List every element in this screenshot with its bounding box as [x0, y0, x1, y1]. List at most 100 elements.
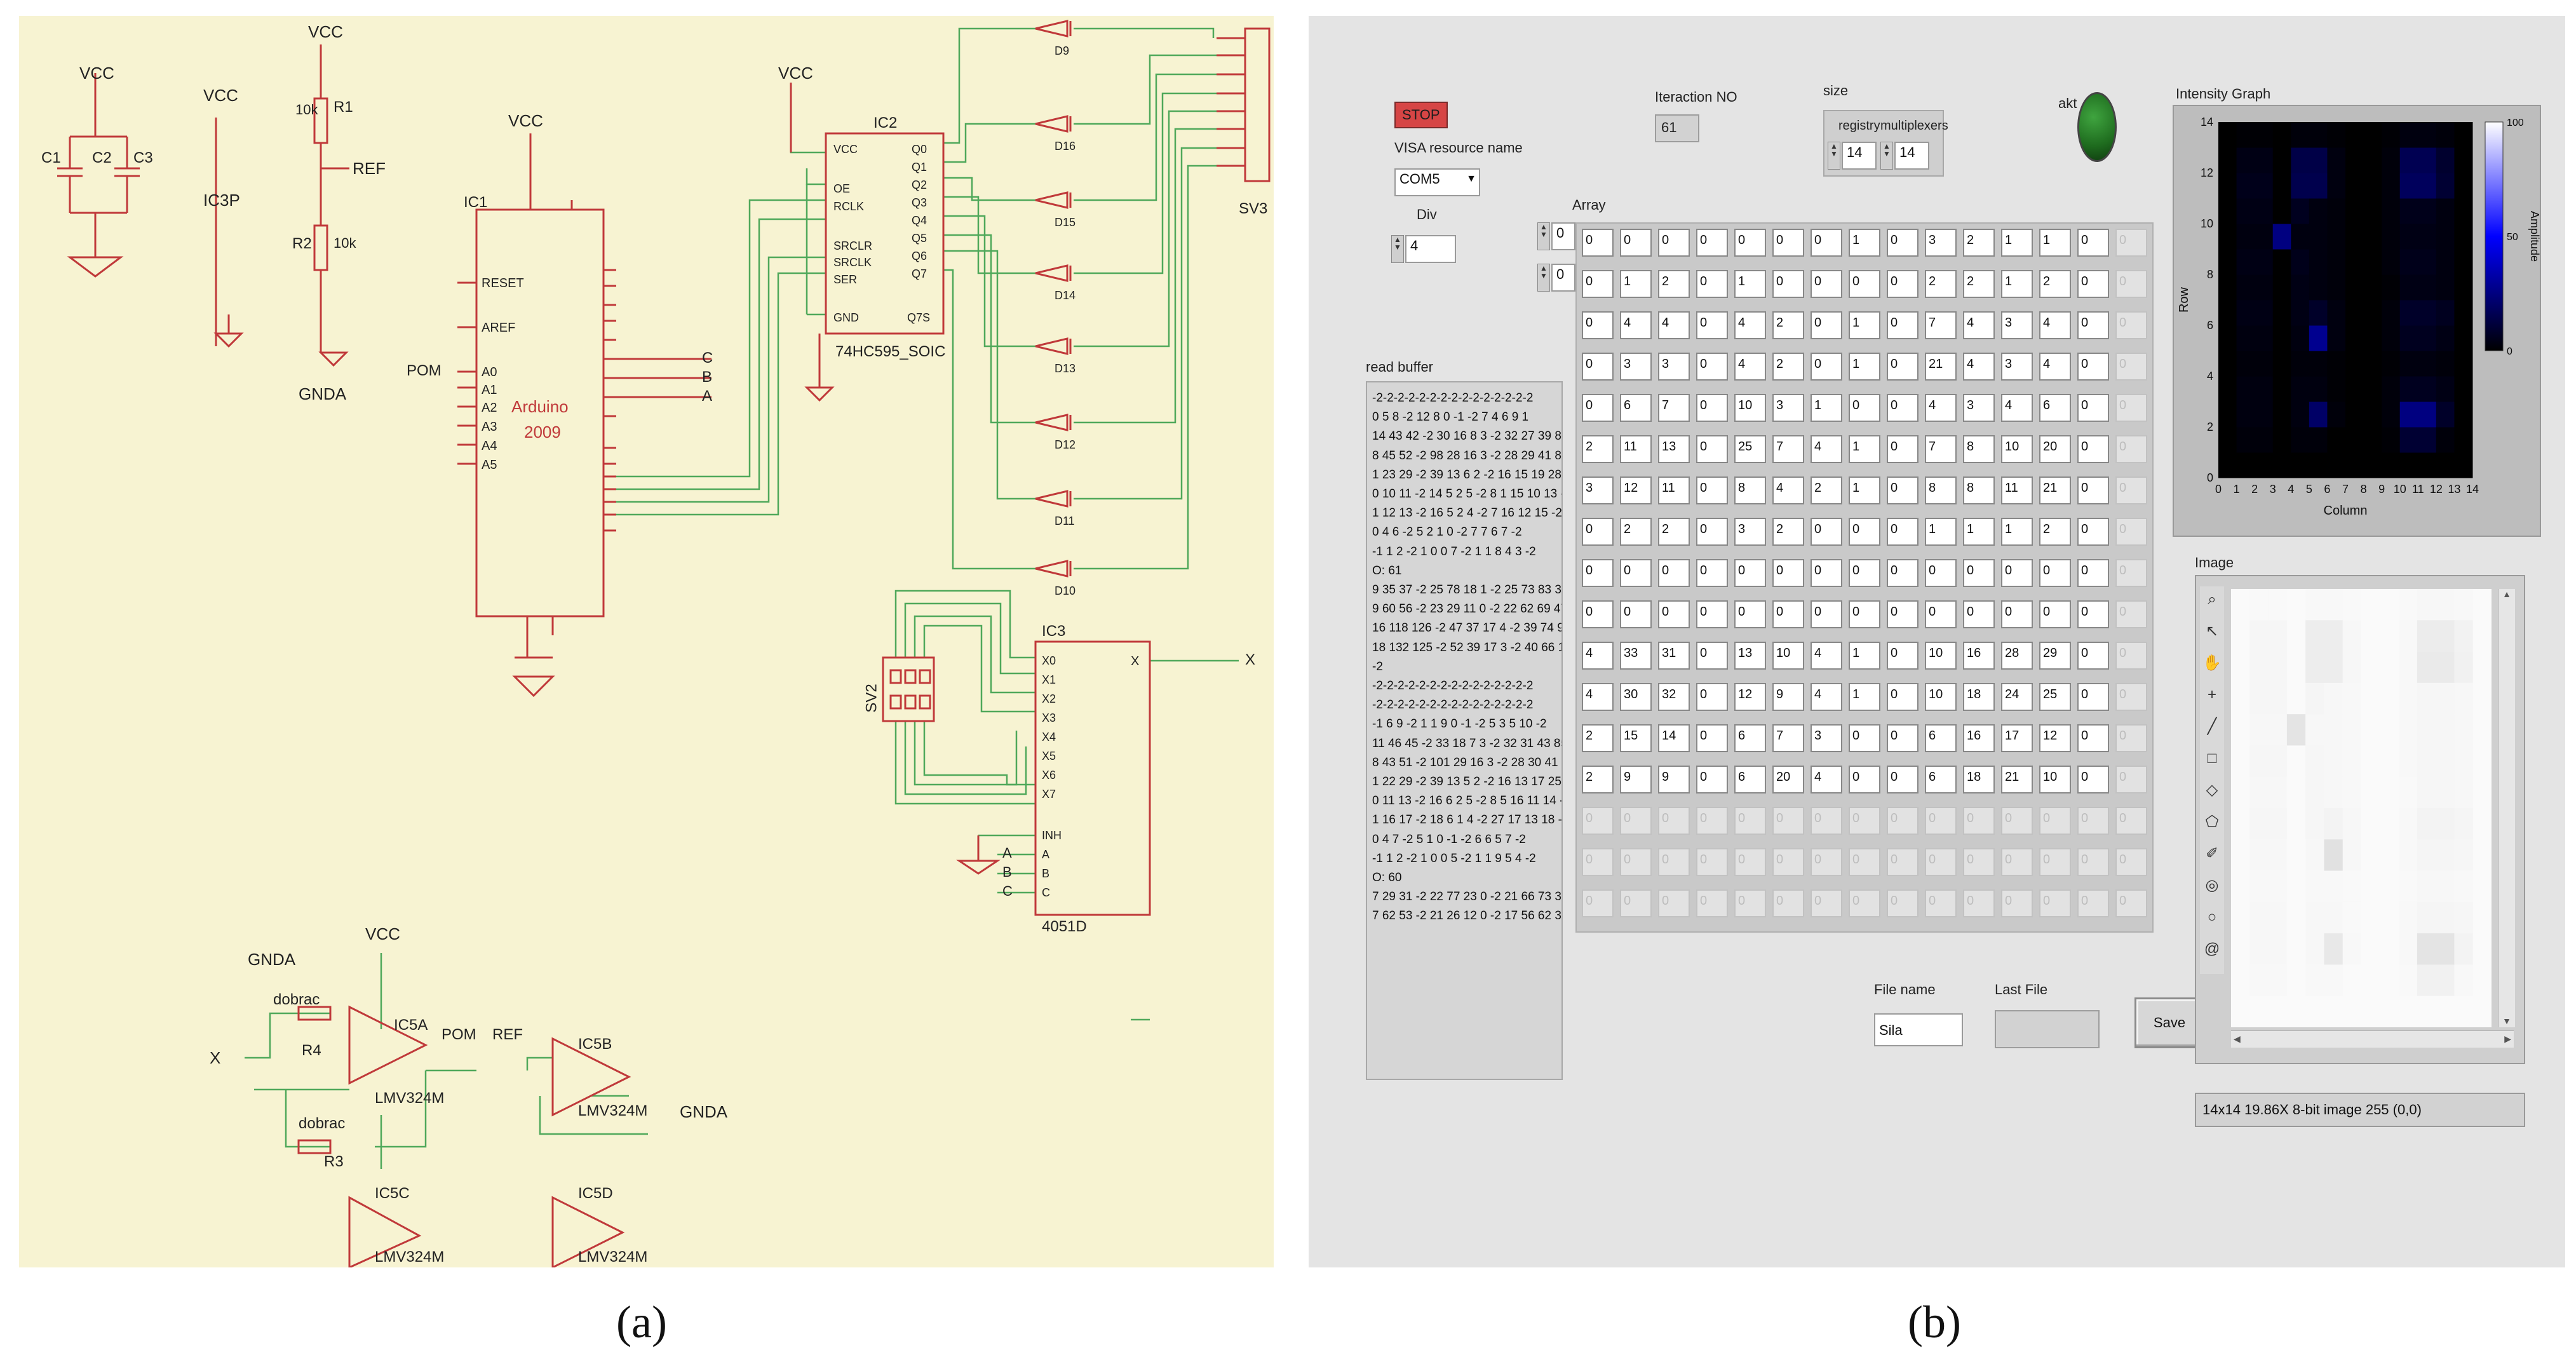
array-index-spinner-1-icon[interactable]: ▲▼ [1537, 222, 1550, 250]
array-cell[interactable]: 2 [1582, 435, 1614, 463]
array-cell[interactable]: 0 [1658, 848, 1690, 876]
array-cell[interactable]: 0 [1734, 807, 1766, 835]
array-cell[interactable]: 4 [1811, 683, 1842, 711]
array-cell[interactable]: 25 [1734, 435, 1766, 463]
array-cell[interactable]: 10 [2039, 766, 2071, 793]
array-cell[interactable]: 1 [1849, 476, 1880, 504]
array-cell[interactable]: 10 [1772, 642, 1804, 670]
array-cell[interactable]: 1 [1734, 270, 1766, 298]
array-cell[interactable]: 0 [1772, 848, 1804, 876]
array-cell[interactable]: 0 [1925, 848, 1957, 876]
array-cell[interactable]: 0 [2115, 311, 2147, 339]
array-cell[interactable]: 2 [1658, 270, 1690, 298]
array-cell[interactable]: 11 [2001, 476, 2033, 504]
array-cell[interactable]: 0 [1772, 559, 1804, 587]
array-cell[interactable]: 0 [1849, 270, 1880, 298]
image-display[interactable]: ⌕↖✋+╱□◇⬠✐◎○@ ▲ ▼ ◀ ▶ [2195, 575, 2525, 1064]
rectangle-icon[interactable]: □ [2207, 750, 2217, 767]
array-cell[interactable]: 0 [1772, 229, 1804, 257]
array-cell[interactable]: 13 [1658, 435, 1690, 463]
array-cell[interactable]: 0 [1582, 807, 1614, 835]
array-cell[interactable]: 0 [1887, 600, 1919, 628]
array-cell[interactable]: 0 [1696, 518, 1728, 546]
array-cell[interactable]: 11 [1658, 476, 1690, 504]
array-cell[interactable]: 0 [1849, 394, 1880, 422]
array-cell[interactable]: 12 [1620, 476, 1652, 504]
pan-hand-icon[interactable]: ✋ [2202, 654, 2222, 672]
array-cell[interactable]: 17 [2001, 724, 2033, 752]
array-cell[interactable]: 2 [1925, 270, 1957, 298]
array-cell[interactable]: 0 [1811, 311, 1842, 339]
array-cell[interactable]: 31 [1658, 642, 1690, 670]
array-cell[interactable]: 25 [2039, 683, 2071, 711]
array-cell[interactable]: 18 [1963, 766, 1995, 793]
array-cell[interactable]: 12 [2039, 724, 2071, 752]
array-cell[interactable]: 0 [2077, 229, 2109, 257]
array-cell[interactable]: 0 [1887, 724, 1919, 752]
array-cell[interactable]: 0 [2001, 889, 2033, 917]
array-cell[interactable]: 4 [2039, 353, 2071, 381]
array-cell[interactable]: 0 [1620, 229, 1652, 257]
array-index-2[interactable]: 0 [1551, 264, 1575, 292]
array-cell[interactable]: 0 [1925, 807, 1957, 835]
visa-resource-select[interactable]: COM5 ▼ [1394, 168, 1480, 196]
array-cell[interactable]: 0 [1734, 600, 1766, 628]
array-cell[interactable]: 0 [1582, 394, 1614, 422]
array-cell[interactable]: 21 [2039, 476, 2071, 504]
array-cell[interactable]: 0 [1696, 311, 1728, 339]
array-cell[interactable]: 1 [1849, 435, 1880, 463]
array-cell[interactable]: 16 [1963, 724, 1995, 752]
array-cell[interactable]: 0 [1811, 518, 1842, 546]
array-cell[interactable]: 0 [1811, 889, 1842, 917]
array-cell[interactable]: 0 [1849, 766, 1880, 793]
array-cell[interactable]: 0 [1849, 518, 1880, 546]
array-cell[interactable]: 1 [1849, 311, 1880, 339]
array-cell[interactable]: 0 [2115, 435, 2147, 463]
save-button[interactable]: Save [2134, 997, 2204, 1048]
array-cell[interactable]: 3 [1582, 476, 1614, 504]
polygon-icon[interactable]: ⬠ [2205, 813, 2219, 830]
array-cell[interactable]: 2 [1772, 353, 1804, 381]
array-cell[interactable]: 0 [2077, 270, 2109, 298]
array-cell[interactable]: 0 [2077, 807, 2109, 835]
array-cell[interactable]: 0 [1772, 889, 1804, 917]
array-cell[interactable]: 7 [1772, 435, 1804, 463]
array-cell[interactable]: 3 [1925, 229, 1957, 257]
array-cell[interactable]: 1 [1963, 518, 1995, 546]
array-cell[interactable]: 0 [1582, 353, 1614, 381]
array-cell[interactable]: 0 [1963, 559, 1995, 587]
array-cell[interactable]: 2 [1772, 518, 1804, 546]
array-cell[interactable]: 0 [1696, 848, 1728, 876]
array-cell[interactable]: 0 [1887, 353, 1919, 381]
array-cell[interactable]: 0 [2115, 600, 2147, 628]
array-cell[interactable]: 7 [1925, 311, 1957, 339]
array-cell[interactable]: 0 [1696, 766, 1728, 793]
array-cell[interactable]: 0 [1772, 807, 1804, 835]
array-cell[interactable]: 0 [1887, 518, 1919, 546]
array-cell[interactable]: 0 [2115, 476, 2147, 504]
array-cell[interactable]: 0 [1887, 559, 1919, 587]
array-cell[interactable]: 1 [1849, 229, 1880, 257]
array-cell[interactable]: 13 [1734, 642, 1766, 670]
array-cell[interactable]: 0 [1620, 559, 1652, 587]
array-cell[interactable]: 1 [1849, 642, 1880, 670]
array-cell[interactable]: 0 [1734, 559, 1766, 587]
array-cell[interactable]: 6 [1620, 394, 1652, 422]
array-cell[interactable]: 0 [1734, 889, 1766, 917]
array-cell[interactable]: 0 [2039, 807, 2071, 835]
array-cell[interactable]: 1 [2001, 229, 2033, 257]
array-cell[interactable]: 8 [1734, 476, 1766, 504]
array-cell[interactable]: 3 [1963, 394, 1995, 422]
array-cell[interactable]: 4 [1772, 476, 1804, 504]
array-cell[interactable]: 0 [1734, 229, 1766, 257]
array-cell[interactable]: 4 [1620, 311, 1652, 339]
array-cell[interactable]: 0 [1887, 229, 1919, 257]
array-cell[interactable]: 0 [2077, 642, 2109, 670]
array-cell[interactable]: 0 [1582, 229, 1614, 257]
array-cell[interactable]: 0 [1811, 559, 1842, 587]
array-cell[interactable]: 0 [1887, 848, 1919, 876]
scroll-up-icon[interactable]: ▲ [2502, 589, 2511, 599]
array-cell[interactable]: 0 [2001, 807, 2033, 835]
array-cell[interactable]: 4 [2039, 311, 2071, 339]
